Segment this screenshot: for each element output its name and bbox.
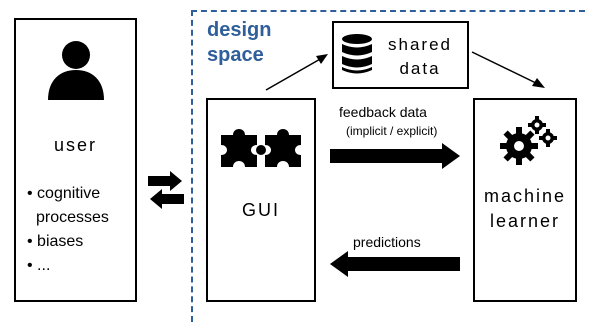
user-box: user • cognitive processes • biases • ..…	[14, 18, 137, 302]
machine-learner-label-line1: machine	[483, 186, 567, 206]
shared-data-label: shared data	[378, 33, 462, 81]
machine-learner-label: machine learner	[475, 184, 575, 234]
gui-box: GUI	[206, 98, 316, 302]
design-space-left-border	[191, 10, 193, 322]
puzzle-pieces-icon	[221, 129, 301, 167]
user-bullet-cognitive: • cognitive	[27, 185, 101, 202]
predictions-label: predictions	[353, 234, 421, 250]
user-bullets: • cognitive processes • biases • ...	[27, 182, 109, 278]
user-title: user	[53, 135, 97, 155]
shared-data-to-learner-arrow	[471, 51, 545, 88]
user-icon	[48, 41, 104, 100]
user-bullet-biases: • biases	[27, 233, 84, 250]
gui-to-shared-data-arrow	[265, 54, 328, 91]
user-bullet-more: • ...	[27, 257, 51, 274]
machine-learner-label-line2: learner	[489, 211, 561, 231]
feedback-arrow-icon	[330, 143, 460, 169]
feedback-data-sublabel: (implicit / explicit)	[346, 124, 438, 138]
design-space-label-line2: space	[207, 44, 264, 66]
design-space-label: design space	[207, 18, 271, 68]
machine-learner-box: machine learner	[473, 98, 577, 302]
feedback-data-label: feedback data	[339, 104, 427, 120]
user-bullet-processes: processes	[36, 209, 109, 226]
database-icon	[342, 34, 372, 74]
exchange-arrows-icon	[148, 171, 184, 209]
design-space-label-line1: design	[207, 19, 272, 41]
gears-icon	[500, 116, 557, 165]
shared-data-label-line2: data	[399, 59, 441, 78]
predictions-arrow-icon	[330, 251, 460, 277]
shared-data-label-line1: shared	[388, 35, 452, 54]
gui-title: GUI	[241, 200, 280, 220]
design-space-top-border	[191, 10, 585, 12]
shared-data-box: shared data	[332, 21, 469, 89]
